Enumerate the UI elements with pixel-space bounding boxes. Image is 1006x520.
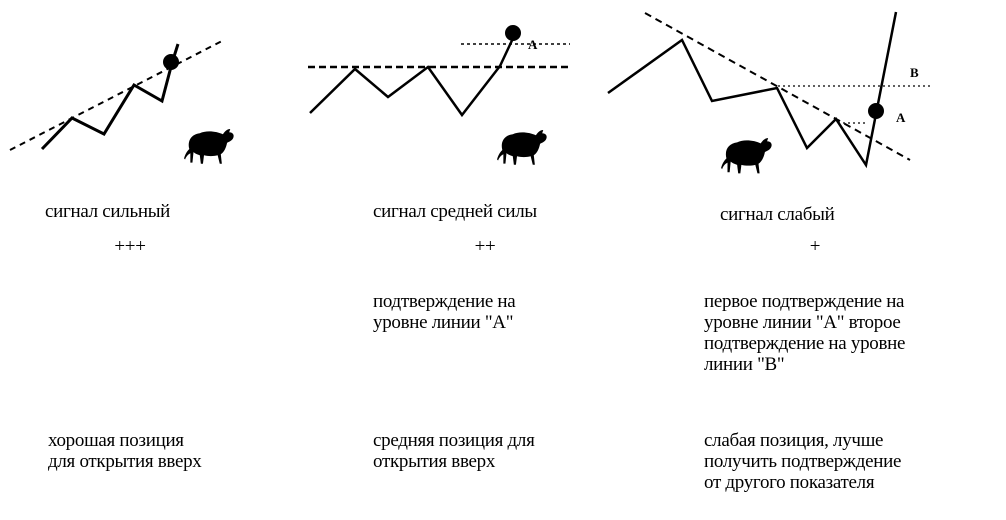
signal-point: [505, 25, 521, 41]
confirmation-description: подтверждение на уровне линии "A": [373, 291, 516, 333]
trend-line: [9, 40, 223, 151]
line-a-label: A: [528, 37, 538, 52]
panel-medium-signal: A сигнал средней силы ++ подтверждение н…: [300, 0, 630, 520]
price-line: [309, 33, 517, 118]
falling-trend-line: [644, 12, 911, 161]
signal-rating: ++: [474, 236, 496, 257]
bull-icon: [184, 129, 234, 164]
price-line: [607, 11, 898, 169]
confirmation-description: первое подтверждение на уровне линии "A"…: [704, 291, 906, 375]
signal-rating: +++: [114, 236, 146, 257]
strong-signal-chart: [9, 40, 234, 164]
signal-strength-label: сигнал сильный: [45, 201, 171, 222]
price-line: [40, 43, 180, 151]
signal-rating: +: [809, 236, 821, 257]
position-description: слабая позиция, лучше получить подтвержд…: [704, 430, 902, 493]
medium-signal-chart: A: [308, 25, 570, 165]
panel-strong-signal: сигнал сильный +++ хорошая позиция для о…: [0, 0, 320, 520]
signal-point: [868, 103, 884, 119]
weak-signal-chart: B A: [607, 11, 930, 174]
position-description: средняя позиция для открытия вверх: [373, 430, 535, 472]
bull-icon: [497, 130, 547, 165]
position-description: хорошая позиция для открытия вверх: [48, 430, 202, 472]
signal-strength-label: сигнал средней силы: [373, 201, 537, 222]
line-b-label: B: [910, 65, 919, 80]
signal-strength-label: сигнал слабый: [720, 204, 835, 225]
bull-icon: [721, 138, 772, 174]
line-a-label: A: [896, 110, 906, 125]
signal-point: [163, 54, 179, 70]
panel-weak-signal: B A сигнал слабый + первое подтверждение…: [600, 0, 1006, 520]
